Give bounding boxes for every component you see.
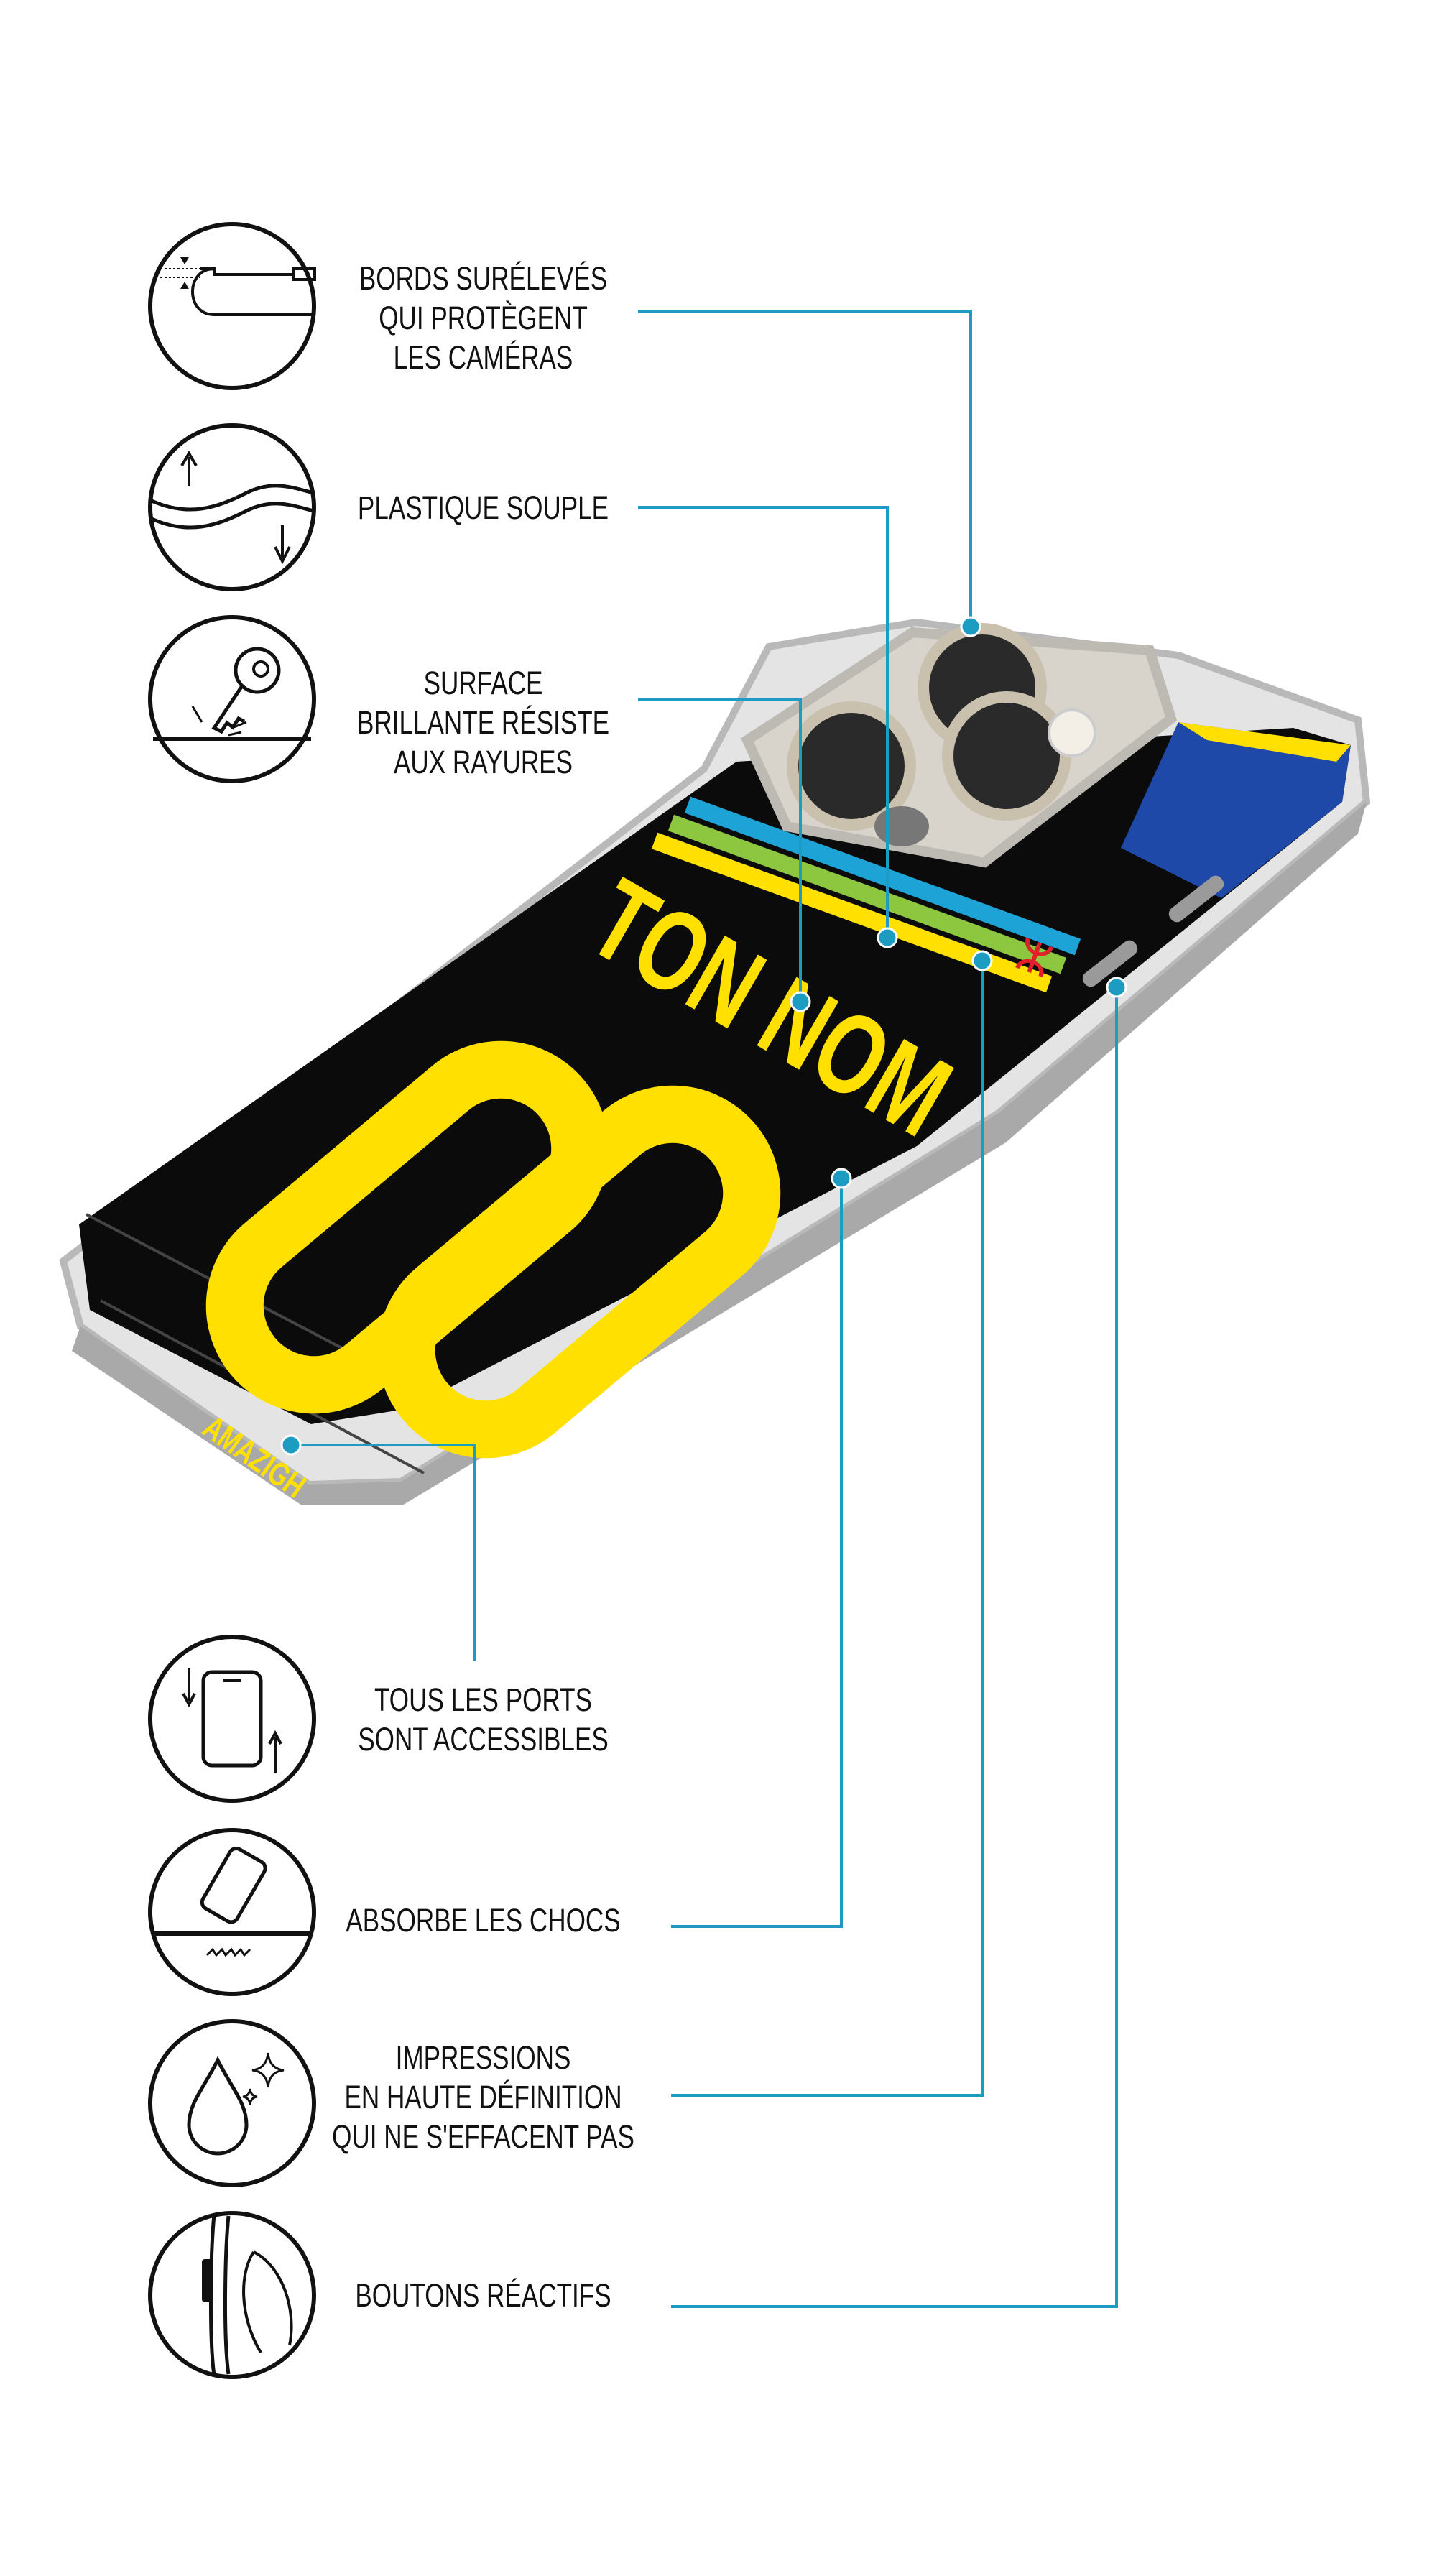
camera-lens xyxy=(942,691,1071,821)
flexible-plastic-icon xyxy=(148,423,316,591)
feature-ports-label: TOUS LES PORTS SONT ACCESSIBLES xyxy=(287,1680,679,1759)
flag-blue-area xyxy=(1121,722,1351,898)
label-line: BOUTONS RÉACTIFS xyxy=(355,2277,611,2314)
label-line: BORDS SURÉLEVÉS xyxy=(359,260,608,297)
leader-raised-edges xyxy=(638,310,972,627)
print-black xyxy=(79,728,1351,1424)
label-line: BRILLANTE RÉSISTE xyxy=(356,704,610,741)
side-buttons-icon xyxy=(148,2211,316,2379)
label-line: LES CAMÉRAS xyxy=(393,339,573,376)
leader-dot xyxy=(971,950,993,971)
leader-dot xyxy=(790,991,811,1012)
jersey-number xyxy=(205,1040,781,1459)
leader-shock xyxy=(671,1178,843,1928)
phone-case: ⵣ TON NOM AMAZIGH xyxy=(59,618,1371,1505)
lidar-sensor xyxy=(874,806,929,846)
feature-buttons-label: BOUTONS RÉACTIFS xyxy=(287,2276,679,2315)
leader-dots xyxy=(280,616,1127,1456)
camera-flash xyxy=(1048,708,1096,757)
scratch-resistant-key-icon xyxy=(148,615,316,783)
side-button xyxy=(1082,940,1138,987)
label-line: PLASTIQUE SOUPLE xyxy=(357,489,609,526)
raised-edges-icon xyxy=(148,222,316,390)
stripe-green xyxy=(667,814,1067,974)
flag-yellow-wedge xyxy=(1178,722,1351,762)
feature-print-label: IMPRESSIONS EN HAUTE DÉFINITION QUI NE S… xyxy=(287,2038,679,2156)
leader-flexible-plastic xyxy=(638,506,889,938)
phone-rotate-ports-icon xyxy=(148,1635,316,1803)
feature-shock-label: ABSORBE LES CHOCS xyxy=(287,1901,679,1940)
leader-dot xyxy=(877,927,898,948)
label-line: QUI PROTÈGENT xyxy=(379,300,588,336)
feature-scratch-resistant-label: SURFACE BRILLANTE RÉSISTE AUX RAYURES xyxy=(287,663,679,782)
label-line: EN HAUTE DÉFINITION xyxy=(344,2079,622,2115)
leader-print xyxy=(671,961,984,2097)
shock-absorb-phone-icon xyxy=(148,1828,316,1996)
label-line: QUI NE S'EFFACENT PAS xyxy=(332,2118,634,2155)
feature-raised-edges-label: BORDS SURÉLEVÉS QUI PROTÈGENT LES CAMÉRA… xyxy=(287,259,679,377)
label-line: SONT ACCESSIBLES xyxy=(358,1721,609,1758)
leader-scratch-resistant xyxy=(638,698,802,1002)
ink-drop-sparkle-icon xyxy=(148,2019,316,2187)
leader-ports xyxy=(291,1444,476,1661)
label-line: TOUS LES PORTS xyxy=(374,1681,593,1718)
leader-lines xyxy=(291,310,1118,2308)
label-line: AUX RAYURES xyxy=(393,744,573,780)
side-button xyxy=(1168,875,1224,923)
leader-dot xyxy=(1106,977,1127,998)
digit-zero xyxy=(377,1085,781,1459)
label-line: IMPRESSIONS xyxy=(395,2039,571,2076)
leader-buttons xyxy=(671,987,1118,2308)
camera-lens xyxy=(787,701,916,831)
leader-dot xyxy=(280,1434,302,1456)
case-side xyxy=(72,802,1367,1505)
stripe-blue xyxy=(684,796,1081,956)
label-line: SURFACE xyxy=(423,665,543,701)
label-line: ABSORBE LES CHOCS xyxy=(346,1902,621,1939)
feature-flexible-plastic-label: PLASTIQUE SOUPLE xyxy=(287,488,679,527)
leader-dot xyxy=(960,616,981,637)
leader-dot xyxy=(831,1168,852,1189)
